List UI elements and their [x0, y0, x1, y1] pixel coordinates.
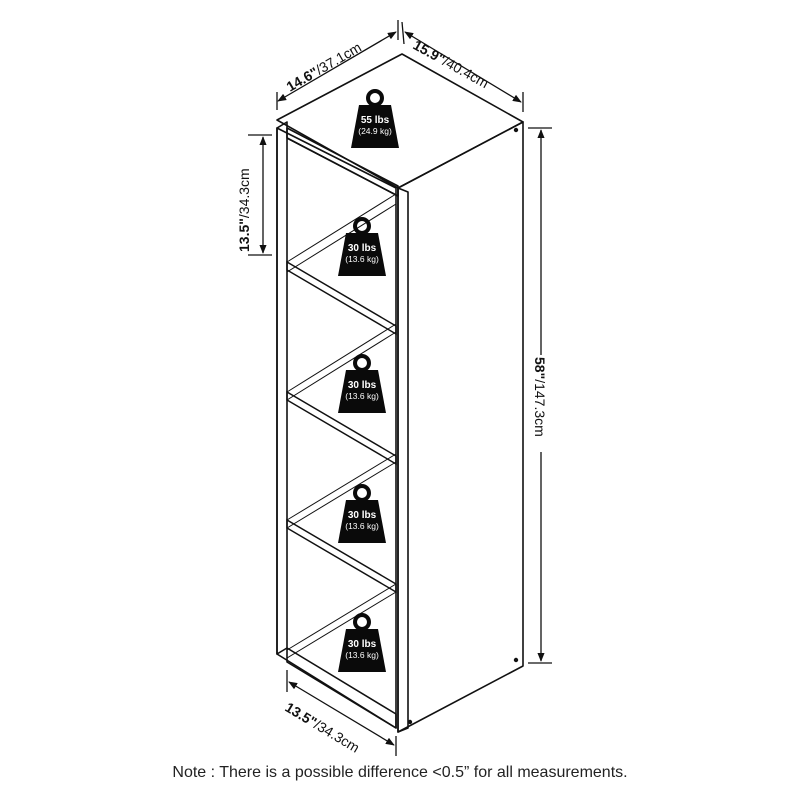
cube-height-label: 13.5"/34.3cm [236, 168, 252, 252]
dimension-lines [248, 20, 552, 756]
weight-icon [351, 105, 399, 148]
weight-icon [338, 370, 386, 413]
height-label: 58"/147.3cm [532, 357, 548, 437]
height-metric: /147.3cm [532, 379, 548, 437]
bookcase-outline [276, 53, 524, 733]
shelf-1 [286, 260, 397, 336]
cube-height-metric: /34.3cm [236, 168, 252, 218]
depth-dim-line [404, 31, 522, 103]
back-line [286, 137, 399, 197]
depth-metric: /40.4cm [440, 53, 491, 91]
height-imperial: 58" [532, 357, 548, 379]
width-metric: /37.1cm [313, 39, 364, 78]
weight-kg-2: (13.6 kg) [345, 254, 379, 264]
weight-icon [338, 629, 386, 672]
shelves [286, 193, 397, 659]
weight-lbs-5: 30 lbs [348, 639, 377, 650]
weight-kg-4: (13.6 kg) [345, 521, 379, 531]
screw-dot [513, 657, 519, 663]
cube-width-label: 13.5"/34.3cm [282, 699, 362, 756]
cube-width-dim-line [288, 681, 395, 746]
screw-dot [407, 719, 413, 725]
weight-kg-1: (24.9 kg) [358, 126, 392, 136]
weight-icon-top: 55 lbs (24.9 kg) [351, 89, 399, 148]
right-panel-edge [397, 187, 409, 733]
measurement-note: Note : There is a possible difference <0… [172, 764, 628, 781]
weight-icon-shelf-1: 30 lbs (13.6 kg) [338, 217, 386, 276]
weight-icon-shelf-4: 30 lbs (13.6 kg) [338, 613, 386, 672]
weight-kg-3: (13.6 kg) [345, 391, 379, 401]
weight-icon-shelf-2: 30 lbs (13.6 kg) [338, 354, 386, 413]
weight-icon [338, 500, 386, 543]
screw-dots [407, 127, 519, 725]
width-label: 14.6"/37.1cm [284, 39, 364, 95]
weight-kg-5: (13.6 kg) [345, 650, 379, 660]
weight-lbs-4: 30 lbs [348, 510, 377, 521]
screw-dot [513, 127, 519, 133]
weight-lbs-2: 30 lbs [348, 243, 377, 254]
weight-lbs-1: 55 lbs [361, 115, 390, 126]
width-dim-line [277, 31, 397, 102]
left-panel [276, 121, 288, 655]
weight-icon [338, 233, 386, 276]
depth-label: 15.9"/40.4cm [411, 37, 492, 92]
shelf-2 [286, 390, 397, 466]
cube-height-imperial: 13.5" [236, 218, 252, 252]
weight-icon-shelf-3: 30 lbs (13.6 kg) [338, 484, 386, 543]
right-panel [397, 121, 524, 733]
weight-lbs-3: 30 lbs [348, 380, 377, 391]
shelf-inner-4 [286, 583, 397, 659]
